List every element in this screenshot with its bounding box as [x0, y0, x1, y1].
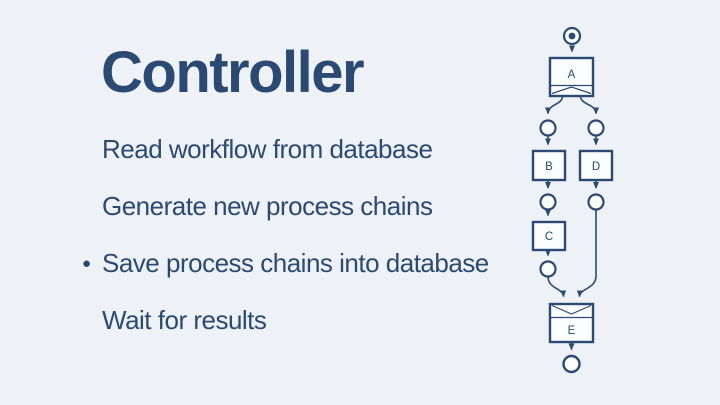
bullet-marker: ● [82, 255, 91, 272]
place-icon [539, 193, 557, 211]
arrow-left-branch-to-e [547, 276, 567, 298]
task-a-node [548, 56, 595, 98]
task-d-label: D [592, 161, 600, 173]
list-item: Read workflow from database [102, 121, 489, 178]
task-a-split-icon [551, 86, 592, 95]
list-item-text: Read workflow from database [102, 134, 433, 164]
task-d-node [578, 149, 614, 182]
list-item-text: Generate new process chains [102, 191, 433, 221]
list-item: ● Save process chains into database [82, 235, 489, 292]
arrow-a-to-right-place [579, 95, 599, 115]
task-c-node [531, 220, 567, 252]
list-item-text: Wait for results [102, 305, 267, 335]
place-icon [539, 119, 557, 137]
list-item: Wait for results [102, 292, 489, 349]
bullet-list: Read workflow from database Generate new… [82, 121, 489, 349]
place-icon [587, 193, 605, 211]
task-e-node [548, 302, 595, 344]
task-b-node [531, 149, 567, 182]
arrow-right-branch-to-e [576, 210, 597, 298]
page-title: Controller [101, 40, 365, 105]
start-token-icon [568, 32, 576, 40]
arrow-a-to-left-place [545, 95, 564, 115]
place-icon [539, 260, 557, 278]
end-place-icon [562, 354, 581, 374]
task-b-label: B [545, 161, 553, 173]
list-item-text: Save process chains into database [102, 248, 489, 278]
task-e-join-icon [551, 304, 592, 315]
task-c-label: C [545, 231, 553, 243]
task-a-label: A [568, 69, 576, 81]
place-icon [587, 119, 605, 137]
list-item: Generate new process chains [102, 178, 489, 235]
task-e-label: E [568, 325, 576, 337]
